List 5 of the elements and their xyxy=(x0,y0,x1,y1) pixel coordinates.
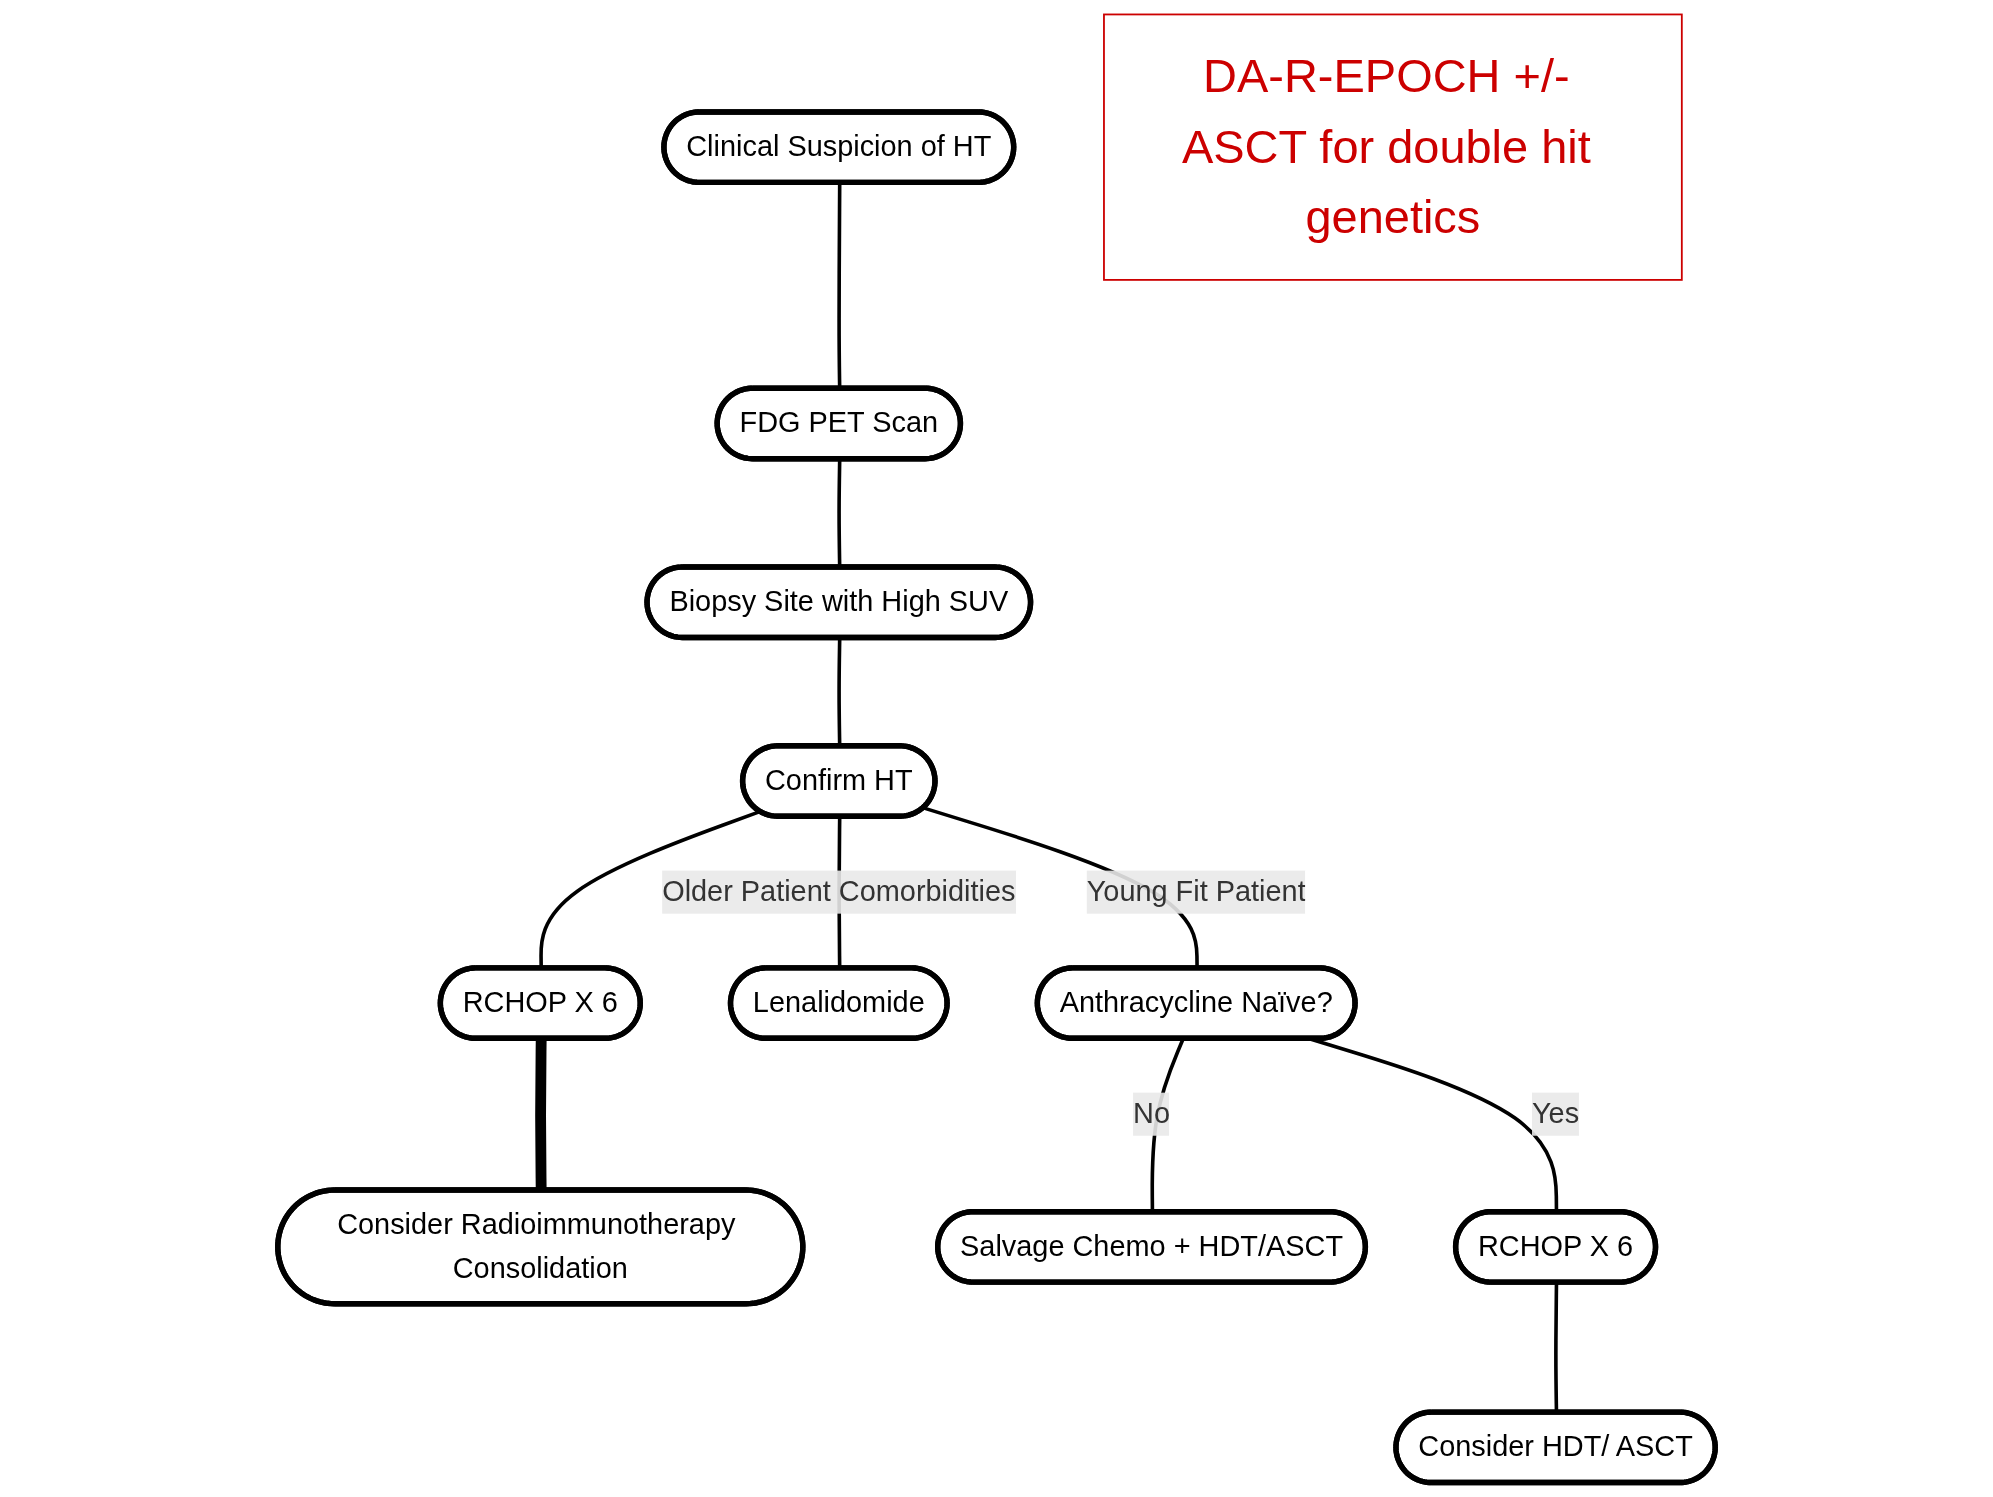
node-box: DA-R-EPOCH +/- ASCT for double hit genetics xyxy=(1103,13,1683,281)
edge-label: Older Patient Comorbidities xyxy=(662,875,1016,907)
edge-label: No xyxy=(1133,1097,1171,1129)
edge-label: Yes xyxy=(1532,1097,1580,1129)
edge-label: Young Fit Patient xyxy=(1086,875,1306,907)
